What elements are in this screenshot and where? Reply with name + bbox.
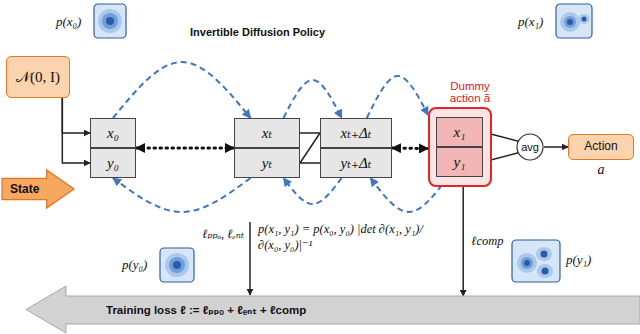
flow-arc [284,178,342,204]
node-text: x₁ [454,124,466,141]
connector [62,98,90,133]
density-icon [556,4,592,38]
node-subtext: a [598,162,605,178]
density-ring [521,257,533,269]
node-text: yₜ [262,154,272,172]
node-text: Action [584,139,617,153]
density-core [542,268,549,275]
connector [392,147,428,151]
node-text: x₀ [107,125,119,142]
connector [62,98,90,163]
training-loss-arrow: Training loss ℓ := ℓₚₚₒ + ℓₑₙₜ + ℓcomp [26,286,640,333]
connector [300,162,320,164]
annotation-label: p(x₁, y₁) = p(x₀, y₀) |det ∂(x₁, y₁)/∂(x… [258,222,443,253]
action-box: Actiona [568,134,634,160]
annotation-label: p(y₁) [566,252,591,268]
edge-label: ℓcomp [471,234,503,249]
flow-arc [113,62,251,118]
connector [136,147,234,150]
variable-cell: x₀ [90,118,136,148]
annotation-label: ℓₚₚₒ, ℓₑₙₜ [202,226,244,242]
label-box: ℓₚₚₒ, ℓₑₙₜ [202,226,244,242]
flow-arc [284,80,342,118]
node-text: xₜ₊Δₜ [341,124,372,142]
node-text: y₀ [107,155,119,172]
variable-cell: x₁ [436,117,483,147]
density-ring [579,14,590,24]
flow-arc [367,76,428,118]
density-core [582,17,587,22]
variable-cell: y₁ [436,147,483,177]
label-box: p(y₁) [566,252,591,268]
connector [300,133,320,163]
density-ring [517,253,537,273]
node-text: y₁ [454,154,466,171]
edge-label-box: ℓcomp [469,234,505,249]
variable-cell: xₜ [234,118,300,148]
label-box: p(y₀) [122,257,147,273]
node-text: Dummy action ã [440,80,500,104]
annotation-label: p(y₀) [122,257,147,273]
variable-cell: xₜ₊Δₜ [320,118,392,148]
density-ring [537,264,553,278]
dummy-action-box: Dummy action ãx₁y₁ [428,107,492,187]
density-ring [98,9,122,33]
node-text: 𝒩(0, I) [16,69,60,86]
node-text: xₜ [262,124,272,142]
icon-frame [160,248,194,282]
density-icon [160,248,194,282]
density-core [567,19,573,25]
density-core [524,260,530,266]
flow-arc [113,178,251,212]
label-box: p(x₁) [518,14,543,30]
icon-frame [512,240,560,282]
icon-frame [556,4,592,38]
variable-cell: yₜ [234,148,300,178]
title-box: Invertible Diffusion Policy [190,26,325,38]
density-ring [560,12,580,32]
node-text: Training loss ℓ := ℓₚₚₒ + ℓₑₙₜ + ℓcomp [106,303,306,317]
connector [544,146,568,148]
density-core [541,251,548,258]
node-text: State [10,182,39,196]
density-ring [165,253,189,277]
state-arrow: State [2,170,74,208]
avg-node: avg [516,133,544,161]
block-arrow [26,286,640,333]
density-icon [94,4,126,38]
density-core [173,261,181,269]
icon-frame [94,4,126,38]
connector [300,132,320,134]
node-text: yₜ₊Δₜ [341,154,372,172]
annotation-label: p(x₁) [518,14,543,30]
avg-circle [517,134,543,160]
density-ring [564,16,576,28]
annotation-label: p(x₀) [56,14,81,30]
variable-cell: yₜ₊Δₜ [320,148,392,178]
node-text: avg [521,141,539,153]
label-box: p(x₁, y₁) = p(x₀, y₀) |det ∂(x₁, y₁)/∂(x… [258,222,443,253]
density-ring [169,257,185,273]
density-icon [512,240,560,282]
density-ring [536,247,552,261]
block-arrow [2,170,74,208]
diagram-title: Invertible Diffusion Policy [190,26,325,38]
density-ring [102,13,118,29]
label-box: p(x₀) [56,14,81,30]
variable-cell: y₀ [90,148,136,178]
noise-box: 𝒩(0, I) [6,56,70,98]
density-core [106,17,114,25]
connector [462,187,464,296]
loss-leader-line [249,222,251,295]
